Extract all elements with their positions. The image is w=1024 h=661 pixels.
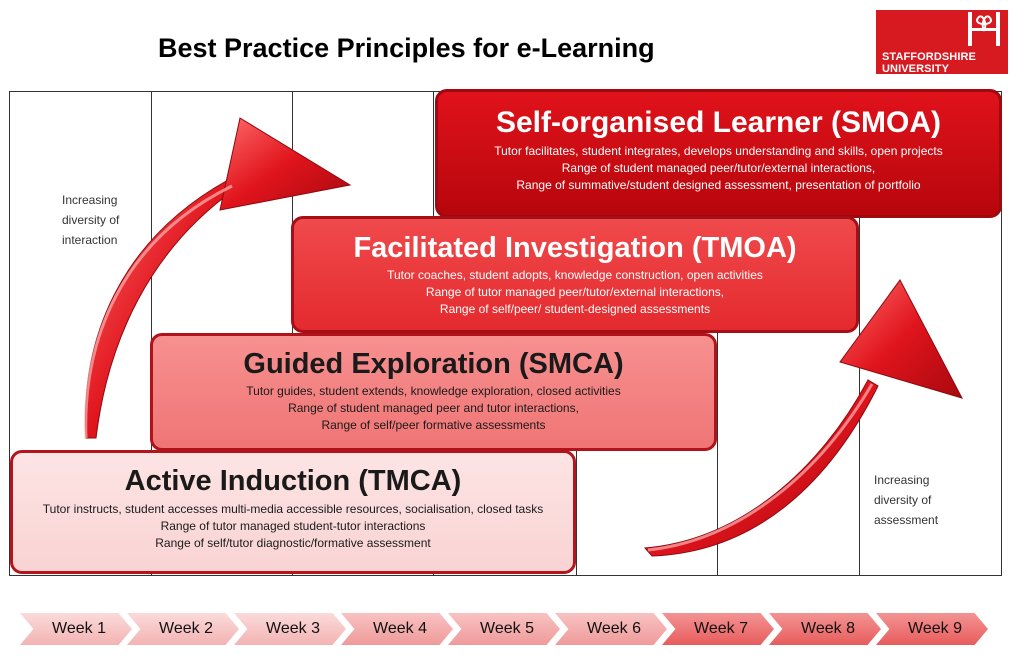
stage-line: Range of tutor managed peer/tutor/extern…: [425, 285, 725, 299]
stage-title: Self-organised Learner (SMOA): [495, 106, 942, 139]
stage-title: Active Induction (TMCA): [124, 465, 462, 497]
knot-emblem-icon: [968, 12, 1000, 46]
week-chevron: Week 1: [20, 613, 132, 645]
staffordshire-logo: STAFFORDSHIRE UNIVERSITY: [876, 10, 1008, 75]
stage-line: Range of summative/student designed asse…: [516, 178, 921, 192]
grid-divider: [859, 92, 860, 575]
stage-active-induction: Active Induction (TMCA) Tutor instructs,…: [10, 450, 576, 574]
week-chevron: Week 2: [127, 613, 239, 645]
stage-title: Guided Exploration (SMCA): [243, 348, 624, 380]
week-chevron: Week 6: [555, 613, 667, 645]
week-chevron: Week 3: [234, 613, 346, 645]
page-title: Best Practice Principles for e-Learning: [158, 33, 655, 63]
stage-facilitated-investigation: Facilitated Investigation (TMOA) Tutor c…: [291, 216, 859, 333]
stage-line: Tutor coaches, student adopts, knowledge…: [387, 268, 763, 282]
week-chevron: Week 4: [341, 613, 453, 645]
stage-line: Tutor instructs, student accesses multi-…: [42, 502, 544, 516]
stage-line: Range of tutor managed student-tutor int…: [160, 519, 426, 533]
grid-divider: [151, 92, 152, 575]
week-chevron: Week 9: [876, 613, 988, 645]
stage-line: Range of self/tutor diagnostic/formative…: [155, 536, 431, 550]
grid-divider: [717, 92, 718, 575]
logo-line-1: STAFFORDSHIRE: [882, 51, 976, 63]
assessment-note: Increasing diversity of assessment: [874, 473, 939, 527]
assessment-arrow-icon: [643, 279, 963, 557]
week-chevron: Week 7: [662, 613, 774, 645]
stage-line: Range of student managed peer/tutor/exte…: [561, 161, 876, 175]
stage-line: Range of self/peer/ student-designed ass…: [439, 302, 711, 316]
interaction-note: Increasing diversity of interaction: [62, 193, 120, 247]
stage-self-organised-learner: Self-organised Learner (SMOA) Tutor faci…: [435, 89, 1002, 218]
week-chevron: Week 5: [448, 613, 560, 645]
stage-line: Range of self/peer formative assessments: [321, 418, 546, 432]
interaction-arrow-icon: [84, 117, 352, 439]
stage-guided-exploration: Guided Exploration (SMCA) Tutor guides, …: [150, 333, 717, 451]
stage-line: Range of student managed peer and tutor …: [288, 401, 579, 415]
stage-line: Tutor facilitates, student integrates, d…: [494, 144, 943, 158]
stage-line: Tutor guides, student extends, knowledge…: [246, 384, 621, 398]
stage-title: Facilitated Investigation (TMOA): [353, 232, 797, 264]
week-chevron: Week 8: [769, 613, 881, 645]
logo-line-2: UNIVERSITY: [882, 63, 950, 75]
